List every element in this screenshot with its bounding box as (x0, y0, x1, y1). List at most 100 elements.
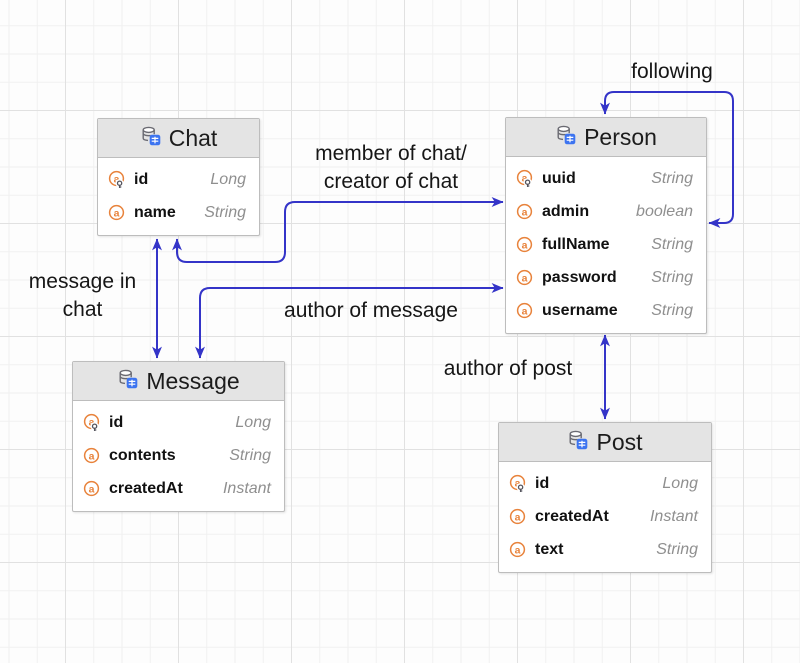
edge-label-author-of-post: author of post (433, 356, 583, 381)
field-name: createdAt (535, 507, 609, 525)
svg-text:a: a (89, 483, 95, 495)
svg-text:a: a (114, 173, 120, 185)
edge-label-text: following (631, 60, 713, 83)
database-table-icon (142, 126, 161, 145)
entity-title: Chat (168, 124, 218, 151)
attribute-icon: a (83, 480, 100, 497)
entity-message[interactable]: Message a id Long a contents String a crea… (72, 361, 285, 512)
field-name: contents (109, 446, 176, 464)
field-name: fullName (542, 235, 610, 253)
field-type: Long (235, 413, 271, 431)
entity-title: Person (584, 123, 657, 150)
edge-label-text: author of message (284, 299, 458, 322)
attribute-with-key-icon: a (108, 170, 125, 189)
field-name: id (109, 413, 124, 431)
field-type: Instant (649, 507, 698, 525)
field-type: String (656, 540, 698, 558)
database-table-icon (557, 125, 576, 144)
edge-label-text: message in (28, 270, 137, 293)
entity-chat[interactable]: Chat a id Long a name String (97, 118, 260, 236)
attribute-with-key-icon: a (509, 474, 526, 493)
edge-label-text: author of post (443, 357, 573, 380)
attribute-icon: a (108, 204, 125, 221)
attribute-icon: a (516, 302, 533, 319)
field-type: Long (210, 170, 246, 188)
field-type: String (651, 235, 693, 253)
edge-label-text: chat (62, 298, 103, 321)
attribute-icon: a (516, 203, 533, 220)
svg-text:a: a (515, 477, 521, 489)
entity-title: Post (596, 428, 643, 455)
field-row[interactable]: a contents String (73, 439, 284, 472)
edge-label-author-of-message: author of message (270, 298, 472, 323)
attribute-with-key-icon: a (516, 169, 533, 188)
field-row[interactable]: a uuid String (506, 162, 706, 195)
entity-header[interactable]: Post (499, 423, 711, 462)
field-row[interactable]: a createdAt Instant (499, 500, 711, 533)
svg-text:a: a (522, 305, 528, 317)
field-row[interactable]: a fullName String (506, 228, 706, 261)
attribute-icon: a (509, 508, 526, 525)
field-type: String (651, 268, 693, 286)
edge-label-following: following (622, 58, 722, 86)
entity-header[interactable]: Message (73, 362, 284, 401)
entity-fields: a id Long a name String (98, 158, 259, 235)
field-row[interactable]: a id Long (73, 406, 284, 439)
field-row[interactable]: a name String (98, 196, 259, 229)
field-type: boolean (636, 202, 693, 220)
attribute-icon: a (516, 236, 533, 253)
attribute-icon: a (516, 269, 533, 286)
attribute-icon: a (509, 541, 526, 558)
svg-text:a: a (114, 207, 120, 219)
attribute-icon: a (83, 447, 100, 464)
field-type: String (651, 301, 693, 319)
field-name: password (542, 268, 617, 286)
field-type: Instant (222, 479, 271, 497)
edge-author-of-message[interactable] (195, 283, 504, 359)
edge-following[interactable] (600, 91, 734, 228)
field-row[interactable]: a admin boolean (506, 195, 706, 228)
entity-title: Message (146, 367, 240, 394)
field-type: String (651, 169, 693, 187)
database-table-icon (117, 368, 138, 395)
database-table-icon (555, 124, 576, 151)
database-table-icon (569, 430, 588, 449)
attribute-with-key-icon: a (83, 413, 100, 432)
svg-text:a: a (89, 450, 95, 462)
field-row[interactable]: a id Long (98, 163, 259, 196)
field-name: admin (542, 202, 590, 220)
field-name: id (535, 474, 550, 492)
svg-text:a: a (515, 511, 521, 523)
entity-header[interactable]: Person (506, 118, 706, 157)
database-table-icon (140, 125, 161, 152)
svg-text:a: a (522, 272, 528, 284)
field-row[interactable]: a password String (506, 261, 706, 294)
field-name: uuid (542, 169, 576, 187)
field-type: String (229, 446, 271, 464)
svg-text:a: a (522, 206, 528, 218)
edge-label-member-of-chat: member of chat/ creator of chat (291, 140, 491, 196)
database-table-icon (567, 429, 588, 456)
svg-text:a: a (522, 239, 528, 251)
field-name: id (134, 170, 149, 188)
database-table-icon (119, 369, 138, 388)
edge-label-message-in-chat: message in chat (15, 268, 150, 324)
edge-member-of-chat[interactable] (172, 197, 504, 263)
edge-label-text: member of chat/ (315, 142, 467, 165)
svg-text:a: a (515, 544, 521, 556)
field-name: text (535, 540, 564, 558)
field-name: name (134, 203, 176, 221)
field-row[interactable]: a text String (499, 533, 711, 566)
field-type: String (204, 203, 246, 221)
entity-header[interactable]: Chat (98, 119, 259, 158)
